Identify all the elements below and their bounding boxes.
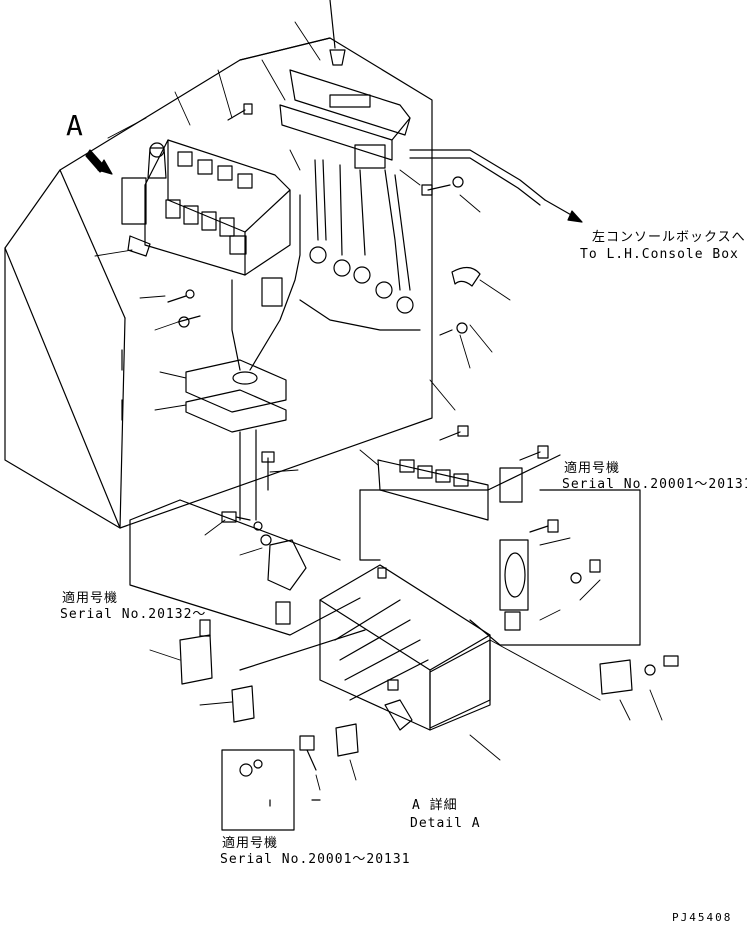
bolts-upper — [167, 103, 549, 491]
leader-lines-lower — [149, 519, 663, 791]
leader-lines — [94, 21, 511, 473]
serial-right-jp: 適用号機 — [564, 461, 621, 476]
console-note-jp: 左コンソールボックスへ — [592, 230, 746, 245]
base-plates — [185, 359, 287, 521]
console-note-en: To L.H.Console Box — [580, 247, 739, 262]
detail-en: Detail A — [410, 816, 481, 831]
serial-bottom-jp: 適用号機 — [222, 836, 279, 851]
serial-bottom-frame — [221, 629, 366, 831]
monitor-panels — [279, 0, 411, 169]
serial-left-en: Serial No.20132～ — [60, 607, 207, 622]
harness-cables — [231, 149, 546, 371]
terminal-strip — [377, 459, 523, 521]
detail-jp: A 詳細 — [412, 798, 458, 813]
left-relays — [121, 142, 167, 257]
view-label: A — [66, 109, 83, 142]
serial-bottom-en: Serial No.20001～20131 — [220, 852, 411, 867]
console-arrow — [544, 199, 583, 223]
detail-a-box — [319, 564, 491, 731]
relay-block — [144, 139, 291, 276]
bolts-detail — [221, 511, 679, 777]
serial-right-en: Serial No.20001～20131 — [562, 477, 747, 492]
detail-relays — [179, 539, 633, 757]
serial-left-jp: 適用号機 — [62, 591, 119, 606]
view-arrow-icon — [85, 149, 113, 175]
drawing-code: PJ45408 — [672, 911, 733, 924]
